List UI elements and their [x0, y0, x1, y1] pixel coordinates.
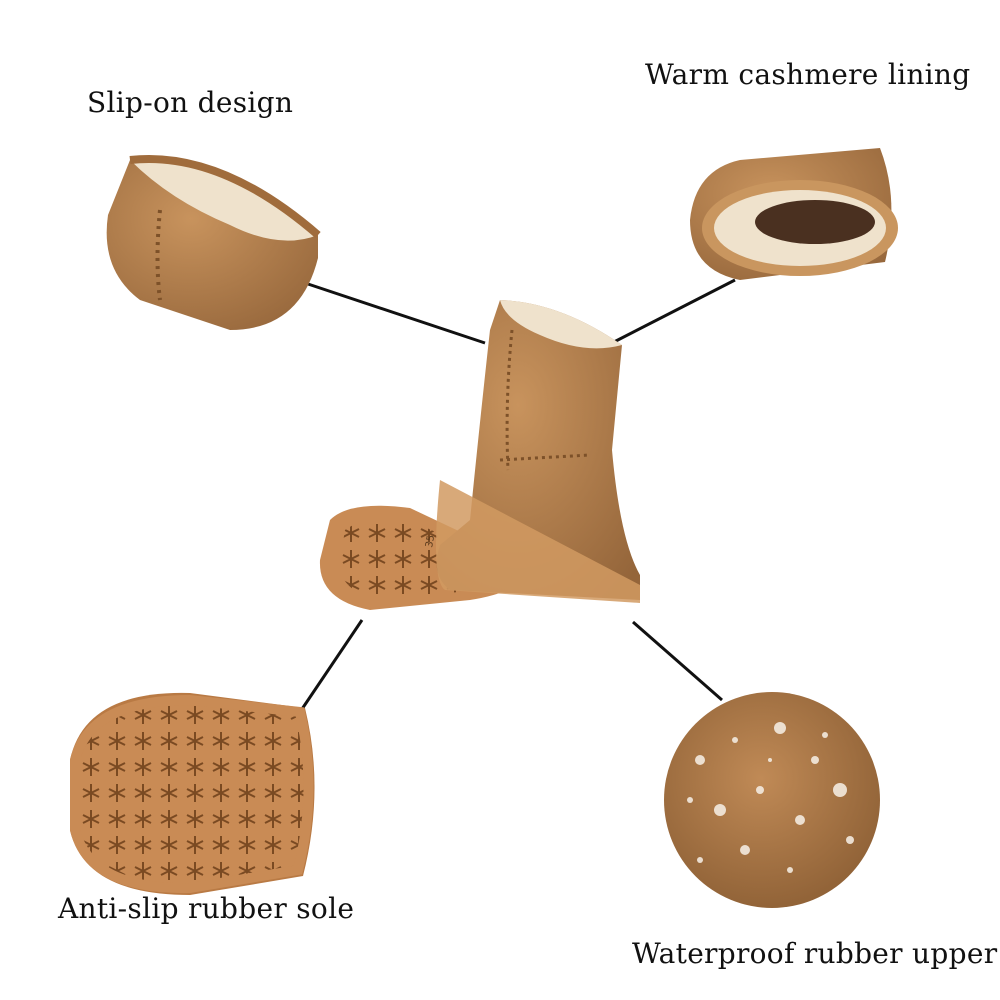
- boots-image: 35: [319, 300, 640, 610]
- callout-sole: Anti-slip rubber sole: [58, 892, 355, 925]
- connector-lining: [611, 278, 736, 345]
- waterproof-detail-image: [664, 692, 880, 908]
- callout-waterproof: Waterproof rubber upper: [632, 937, 998, 970]
- callout-lining: Warm cashmere lining: [645, 58, 971, 91]
- slip-on-detail-image: [106, 155, 321, 330]
- callout-slip-on: Slip-on design: [87, 86, 294, 119]
- sole-size-marking: 35: [424, 534, 437, 548]
- connector-slip-on: [304, 281, 486, 345]
- lining-detail-image: [690, 148, 898, 280]
- connector-waterproof: [632, 620, 723, 702]
- connector-lines: [298, 278, 736, 713]
- connector-sole: [298, 619, 364, 713]
- sole-detail-image: [70, 692, 315, 895]
